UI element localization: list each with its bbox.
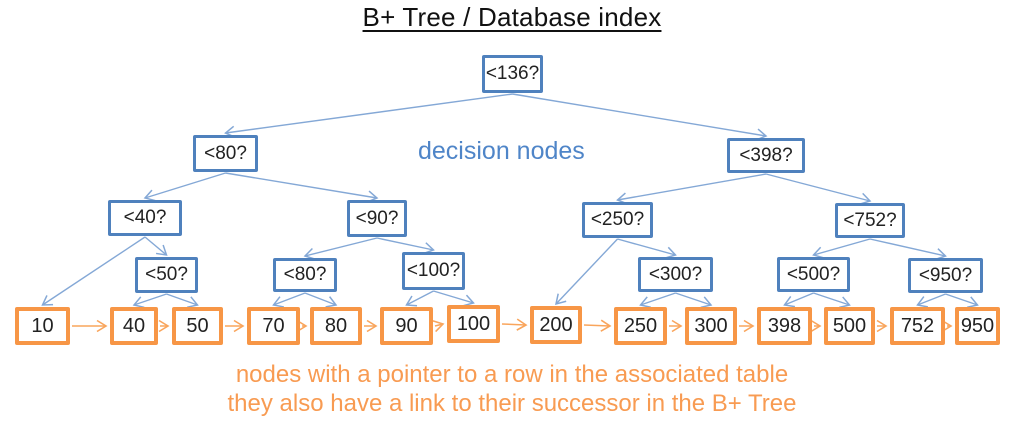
leaf-node-80: 80 [310, 307, 362, 345]
edge-line [166, 293, 199, 308]
edge-line [432, 320, 445, 333]
edge-line [945, 293, 979, 309]
leaf-node-label: 752 [900, 314, 935, 337]
decision-node-label: <80? [204, 142, 247, 164]
edge-line [783, 292, 814, 308]
decision-node-label: <398? [739, 144, 793, 166]
edge-line [224, 93, 513, 138]
edge-line [813, 292, 851, 309]
edge-line [675, 292, 713, 309]
edge-line [501, 318, 528, 331]
decision-node-398: <398? [727, 138, 805, 173]
leaf-node-label: 50 [186, 314, 209, 337]
edge-line [639, 292, 676, 309]
edge-line [617, 238, 677, 259]
leaf-note-line-2: they also have a link to their successor… [227, 390, 797, 417]
edge-line [812, 238, 871, 259]
edge-line [765, 173, 872, 205]
leaf-node-label: 250 [623, 314, 658, 337]
decision-node-300: <300? [638, 257, 713, 292]
leaf-node-752: 752 [890, 307, 945, 345]
leaf-node-950: 950 [955, 307, 1000, 345]
edge-line [303, 237, 378, 260]
leaf-node-10: 10 [15, 307, 70, 345]
edge-line [405, 290, 434, 307]
edge-line [616, 173, 767, 205]
leaf-node-40: 40 [110, 307, 158, 345]
decision-node-label: <300? [648, 263, 703, 285]
leaf-node-398: 398 [757, 307, 812, 345]
leaf-node-300: 300 [685, 307, 737, 345]
leaf-node-50: 50 [172, 307, 223, 345]
edge-line [225, 172, 379, 203]
decision-node-80: <80? [193, 135, 258, 172]
leaf-node-label: 950 [960, 314, 995, 337]
leaf-node-100: 100 [447, 305, 500, 343]
decision-node-label: <950? [918, 264, 973, 286]
edge-line [41, 236, 146, 306]
decision-node-90: <90? [347, 200, 407, 237]
leaf-node-label: 500 [832, 314, 867, 337]
leaf-node-label: 80 [324, 314, 348, 337]
decision-node-label: <90? [355, 207, 399, 229]
decision-node-label: <40? [123, 207, 167, 228]
leaf-node-label: 90 [395, 314, 418, 337]
decision-node-40: <40? [108, 200, 182, 236]
edge-line [272, 292, 306, 308]
edge-line [433, 290, 475, 307]
decision-node-label: <80? [283, 264, 327, 285]
decision-node-80: <80? [273, 258, 337, 292]
leaf-node-label: 40 [122, 314, 146, 337]
decision-node-label: <100? [406, 260, 461, 281]
leaf-note-annotation: nodes with a pointer to a row in the ass… [0, 360, 1024, 418]
edge-line [304, 292, 338, 308]
decision-node-950: <950? [908, 258, 983, 293]
edge-line [143, 172, 226, 202]
leaf-node-500: 500 [824, 307, 875, 345]
edge-line [144, 236, 168, 256]
leaf-node-label: 100 [456, 312, 491, 335]
edge-line [583, 319, 612, 332]
decision-nodes-annotation: decision nodes [418, 137, 585, 165]
leaf-node-label: 70 [262, 314, 285, 337]
decision-node-label: <250? [590, 209, 645, 230]
decision-node-250: <250? [582, 202, 653, 238]
decision-node-100: <100? [402, 252, 465, 290]
decision-node-500: <500? [777, 257, 850, 292]
leaf-node-70: 70 [247, 307, 300, 345]
leaf-note-line-1: nodes with a pointer to a row in the ass… [235, 361, 789, 388]
leaf-node-90: 90 [380, 307, 433, 345]
leaf-node-label: 398 [767, 314, 802, 337]
edge-line [132, 293, 167, 309]
page-title: B+ Tree / Database index [362, 2, 662, 32]
edge-line [555, 238, 619, 306]
edge-line [916, 293, 946, 308]
leaf-node-200: 200 [530, 306, 582, 344]
decision-node-50: <50? [135, 257, 198, 293]
edge-line [376, 237, 435, 255]
decision-node-752: <752? [835, 203, 905, 238]
edge-line [869, 238, 947, 261]
leaf-node-label: 200 [539, 313, 573, 336]
decision-node-label: <136? [485, 63, 540, 84]
edge-line [512, 93, 768, 141]
leaf-node-250: 250 [614, 307, 667, 345]
decision-node-136: <136? [482, 55, 543, 93]
decision-node-label: <50? [145, 264, 188, 285]
decision-node-label: <500? [786, 263, 841, 285]
leaf-node-label: 10 [31, 314, 54, 337]
decision-node-label: <752? [843, 209, 897, 231]
leaf-node-label: 300 [694, 314, 728, 337]
